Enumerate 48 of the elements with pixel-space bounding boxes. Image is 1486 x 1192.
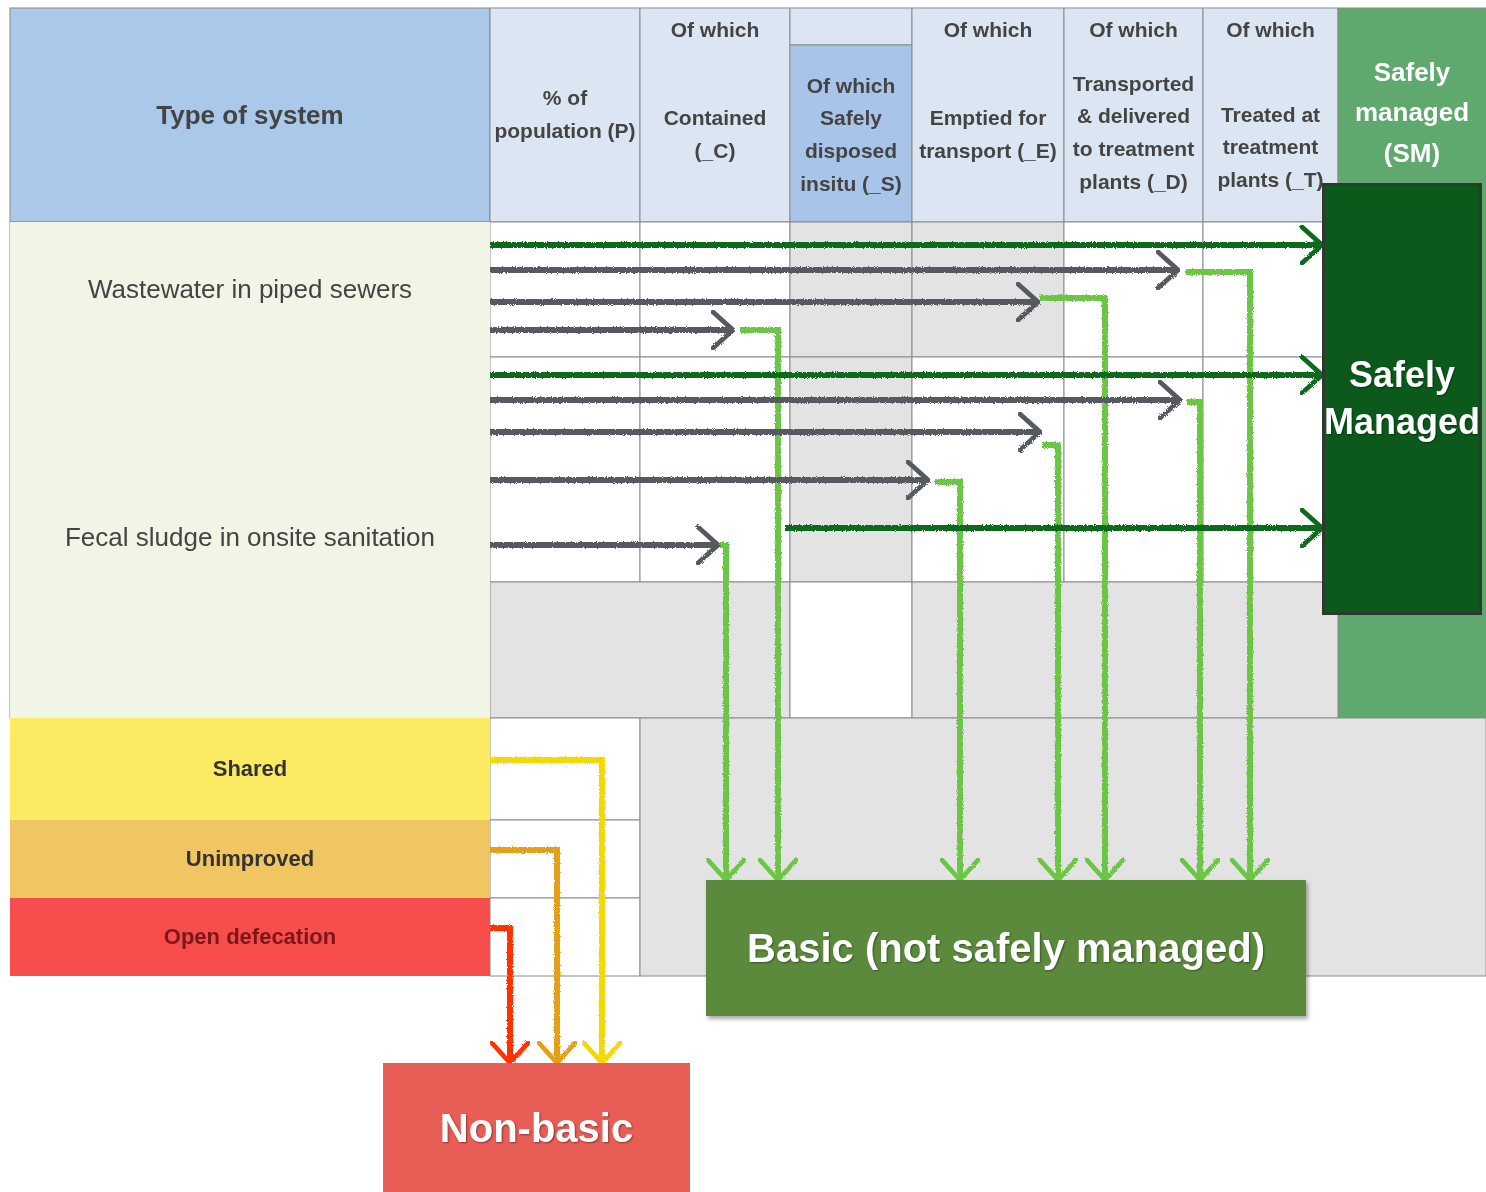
arrow <box>1179 399 1221 883</box>
arrow <box>1186 269 1271 883</box>
column-header-text: Of which <box>943 16 1033 43</box>
arrow <box>740 327 799 883</box>
arrow <box>490 411 1043 453</box>
arrow <box>490 249 1181 291</box>
column-header-text: Of which <box>1089 16 1178 43</box>
box-label: Safely Managed <box>1324 353 1480 444</box>
box-label: Non-basic <box>439 1104 634 1152</box>
arrow <box>489 925 531 1066</box>
column-header-text: % of population (P) <box>494 85 636 144</box>
box-label: Basic (not safely managed) <box>747 925 1265 972</box>
arrow <box>490 847 578 1066</box>
column-header-text: Transported & delivered to treatment plants (_D) <box>1071 70 1196 195</box>
box-label: Shared <box>212 754 288 783</box>
arrow <box>490 354 1325 396</box>
category-row <box>10 820 490 898</box>
arrow <box>1040 295 1126 883</box>
column-header-text: Of which <box>670 16 760 43</box>
arrow <box>490 281 1041 323</box>
arrow <box>490 379 1183 421</box>
arrow <box>490 459 931 501</box>
column-header-text: Treated at treatment plants (_T) <box>1216 101 1325 193</box>
column-header-text: Contained (_C) <box>662 105 768 164</box>
category-row <box>10 898 490 976</box>
outcome-box <box>706 880 1306 1016</box>
arrow <box>490 224 1325 266</box>
column-header-text: Of which Safely disposed insitu (_S) <box>799 72 903 197</box>
arrow <box>490 524 721 566</box>
column-header-text: Emptied for transport (_E) <box>918 105 1058 164</box>
column-header-text: Safely managed (SM) <box>1353 56 1471 170</box>
row-header-text: Type of system <box>156 98 344 132</box>
box-label: Wastewater in piped sewers <box>87 272 413 306</box>
arrow <box>705 542 747 883</box>
box-label: Unimproved <box>185 844 315 873</box>
arrow <box>935 479 981 883</box>
row-header <box>10 357 490 718</box>
outcome-box <box>383 1063 690 1192</box>
column-header-text: Of which <box>1226 16 1315 43</box>
box-label: Fecal sludge in onsite sanitation <box>65 520 435 554</box>
row-header <box>10 222 490 357</box>
category-row <box>10 718 490 820</box>
arrow <box>1037 442 1079 883</box>
arrow <box>490 757 623 1066</box>
box-label: Open defecation <box>163 922 337 951</box>
arrow <box>490 309 736 351</box>
arrow <box>785 507 1325 549</box>
outcome-box <box>1322 183 1482 615</box>
